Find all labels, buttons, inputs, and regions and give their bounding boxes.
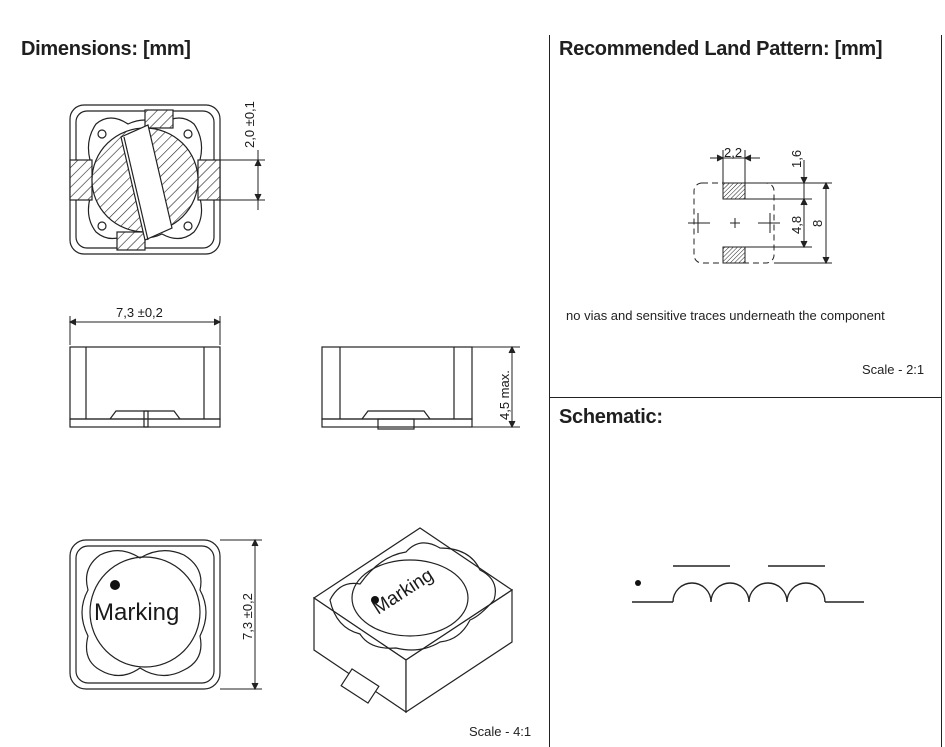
schematic-title: Schematic:: [559, 406, 663, 428]
dim-width-line: [68, 316, 222, 345]
schematic-dot: [635, 580, 641, 586]
land-dim-pad-width: 2,2: [724, 145, 742, 160]
iso-view: [312, 527, 514, 714]
dim-max-height-line: [472, 345, 520, 429]
land-pattern-title: Recommended Land Pattern: [mm]: [559, 38, 883, 60]
dim-2-0: [200, 150, 265, 210]
front-view: [69, 346, 221, 428]
land-dim-total: 8: [810, 220, 825, 227]
inductor-symbol: [632, 565, 864, 603]
side-view: [321, 346, 473, 430]
top-view: [69, 104, 221, 255]
dim-side-line: [220, 538, 262, 691]
land-dim-gap: 4,8: [789, 216, 804, 234]
iso-pin1-dot: [371, 596, 379, 604]
dim-max-height-label: 4,5 max.: [497, 370, 512, 420]
dimensions-scale: Scale - 4:1: [469, 724, 532, 739]
land-dim-pad-height: 1,6: [789, 150, 804, 168]
divider-horizontal: [549, 397, 942, 398]
land-pattern-note: no vias and sensitive traces underneath …: [566, 308, 885, 323]
divider-vertical: [549, 35, 550, 747]
divider-right-edge: [941, 35, 942, 747]
land-pattern-drawing: [688, 150, 832, 265]
dimensions-title: Dimensions: [mm]: [21, 38, 191, 60]
marking-label-top: Marking: [94, 599, 179, 626]
dim-side-label: 7,3 ±0,2: [240, 593, 255, 640]
pin1-dot: [110, 580, 120, 590]
marking-top-view: [69, 539, 221, 690]
land-pattern-scale: Scale - 2:1: [862, 362, 925, 377]
dim-height-top-label: 2,0 ±0,1: [242, 101, 257, 148]
dim-width-label: 7,3 ±0,2: [116, 305, 163, 320]
